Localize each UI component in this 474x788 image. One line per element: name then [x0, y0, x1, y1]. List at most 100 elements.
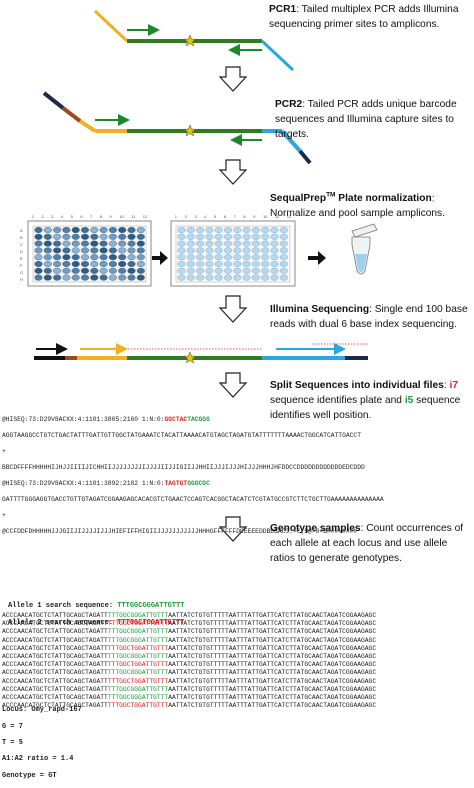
plate-well	[270, 261, 279, 268]
illumina-label: Illumina Sequencing	[270, 304, 370, 315]
read-allele-match: TTTGGCGGGATTGTTT	[107, 669, 169, 677]
trademark: TM	[326, 192, 336, 199]
plate-well	[80, 261, 89, 268]
plate-well	[90, 254, 99, 261]
plate-well	[186, 254, 195, 261]
plate-row-label: E	[20, 256, 23, 261]
plate-well	[261, 274, 270, 281]
plate-well	[279, 247, 288, 254]
plate-column-label: 9	[109, 214, 112, 219]
plate-well	[71, 254, 80, 261]
fastq-read2-header: @HISEQ:73:D29V8ACXX:4:1101:3892:2182 1:N…	[2, 480, 210, 487]
plate-well	[261, 247, 270, 254]
plate-well	[136, 261, 145, 268]
split-description: Split Sequences into individual files: i…	[270, 378, 470, 423]
plate-well	[90, 267, 99, 274]
plate-well	[62, 240, 71, 247]
plate-well	[196, 267, 205, 274]
plate-well	[136, 226, 145, 233]
aligned-read: ACCCAACATGCTCTATTGCAGCTAGATTTTTGGCGGGATT…	[2, 636, 377, 644]
plate-well	[118, 267, 127, 274]
read-allele-match: TTTGGCGGGATTGTTT	[107, 694, 169, 702]
split-label: Split Sequences into individual files	[270, 380, 444, 391]
genotype-description: Genotype samples: Count occurrences of e…	[270, 521, 470, 566]
plate-well	[34, 233, 43, 240]
snp-star-icon	[183, 124, 197, 137]
aligned-reads: ACCCAACATGCTCTATTGCAGCTAGATTTTTGGCGGGATT…	[2, 612, 472, 710]
plate-well	[196, 274, 205, 281]
plate-well	[177, 274, 186, 281]
down-arrow-icon	[218, 295, 248, 323]
plate-well	[251, 261, 260, 268]
plate-well	[242, 247, 251, 254]
plate-well	[53, 254, 62, 261]
pcr1-label: PCR1	[269, 4, 297, 15]
aligned-read: ACCCAACATGCTCTATTGCAGCTAGATTTTTGGCGGGATT…	[2, 612, 377, 619]
plate-well	[34, 240, 43, 247]
plate-well	[108, 267, 117, 274]
plate-well	[214, 226, 223, 233]
plate-well	[136, 240, 145, 247]
plate-well	[62, 226, 71, 233]
plate-well	[43, 267, 52, 274]
plate-well	[205, 247, 214, 254]
plate-well	[251, 274, 260, 281]
plate-well	[53, 226, 62, 233]
read-allele-match: TTTGGCGGGATTGTTT	[107, 612, 169, 619]
plate-well	[233, 261, 242, 268]
plate-well	[279, 226, 288, 233]
sample-plate-normalized	[170, 220, 296, 287]
pcr1-diagram	[93, 9, 295, 72]
plate-well	[251, 247, 260, 254]
sample-plate-full	[27, 220, 152, 287]
plate-well	[53, 240, 62, 247]
plate-well	[118, 240, 127, 247]
plate-row-label: H	[20, 277, 23, 282]
pooled-tube-icon	[351, 223, 378, 275]
plate-well	[177, 240, 186, 247]
genotype-label: Genotype samples	[270, 523, 361, 534]
plate-well	[251, 233, 260, 240]
plate-well	[196, 240, 205, 247]
fastq-read1-sequence: AGGTAAGGCCTGTCTGACTATTTGATTGTTGGCTATGAAA…	[2, 432, 361, 439]
plate-column-label: 9	[253, 214, 256, 219]
plate-well	[108, 247, 117, 254]
plate-well	[118, 247, 127, 254]
allele2-sequence: TTTGGCTGGATTGTTT	[117, 618, 185, 627]
plate-well	[261, 233, 270, 240]
read1-i7-index: GGCTAC	[164, 416, 188, 423]
plate-well	[80, 233, 89, 240]
plate-well	[108, 226, 117, 233]
plate-well	[205, 261, 214, 268]
plate-column-label: 6	[80, 214, 83, 219]
plate-well	[223, 226, 232, 233]
plate-well	[214, 267, 223, 274]
plate-well	[43, 240, 52, 247]
plate-well	[62, 233, 71, 240]
plate-well	[118, 254, 127, 261]
plate-well	[90, 247, 99, 254]
plate-well	[270, 267, 279, 274]
plate-well	[233, 267, 242, 274]
plate-column-label: 10	[262, 214, 268, 219]
plate-well	[223, 240, 232, 247]
plate-well	[214, 240, 223, 247]
aligned-read: ACCCAACATGCTCTATTGCAGCTAGATTTTTGGCGGGATT…	[2, 669, 377, 677]
plate-well	[251, 240, 260, 247]
plate-well	[196, 233, 205, 240]
aligned-read: ACCCAACATGCTCTATTGCAGCTAGATTTTTGGCGGGATT…	[2, 694, 377, 702]
plate-well	[186, 240, 195, 247]
plate-column-label: 1	[174, 214, 178, 219]
plate-well	[233, 233, 242, 240]
genotype-text: : Count occurrences of each allele at ea…	[270, 523, 464, 564]
plate-column-label: 6	[223, 214, 226, 219]
plate-row-label: D	[20, 249, 23, 254]
down-arrow-icon	[218, 159, 248, 185]
plate-well	[71, 274, 80, 281]
down-arrow-icon	[218, 372, 248, 398]
plate-well	[233, 240, 242, 247]
plate-well	[99, 261, 108, 268]
plate-well	[214, 233, 223, 240]
plate-well	[99, 274, 108, 281]
plate-well	[270, 254, 279, 261]
